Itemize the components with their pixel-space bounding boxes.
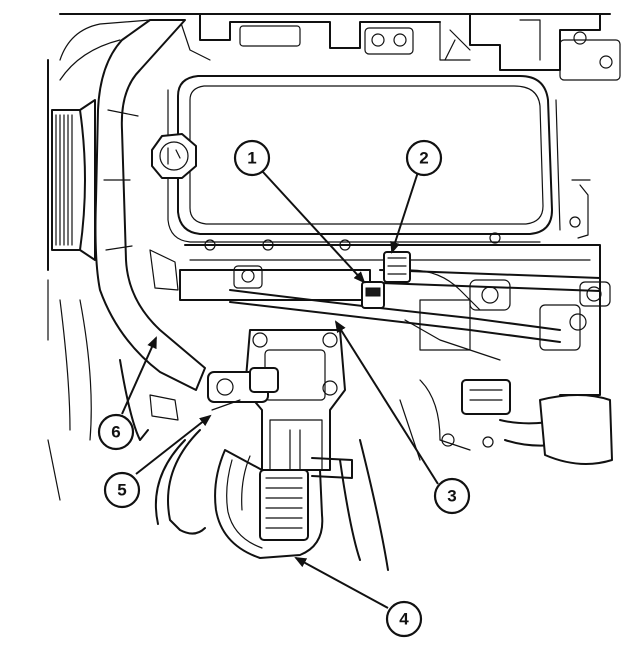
callout-2-label: 2 — [419, 149, 428, 168]
callout-5-label: 5 — [117, 481, 126, 500]
accessory-pulley — [47, 19, 151, 501]
callout-1: 1 — [233, 139, 271, 177]
callout-4-label: 4 — [399, 610, 409, 629]
leader-6 — [121, 336, 157, 415]
callout-3-label: 3 — [447, 487, 456, 506]
callout-4: 4 — [385, 600, 423, 638]
callout-3: 3 — [433, 477, 471, 515]
sensor-connectors — [361, 251, 501, 361]
callout-6-label: 6 — [111, 423, 120, 442]
leader-2 — [390, 171, 419, 254]
callout-1-label: 1 — [247, 149, 256, 168]
leader-5 — [135, 414, 212, 475]
upper-engine-structure — [59, 13, 621, 81]
lower-hoses — [119, 359, 389, 571]
callout-leaders — [121, 171, 439, 609]
leader-4 — [294, 557, 389, 609]
intake-elbow — [214, 449, 353, 559]
coolant-hose — [94, 19, 206, 391]
throttle-body — [207, 329, 346, 481]
valve-cover — [167, 75, 561, 243]
callout-6: 6 — [97, 413, 135, 451]
callout-5: 5 — [103, 471, 141, 509]
callout-2: 2 — [405, 139, 443, 177]
oil-filler-cap — [151, 133, 197, 179]
right-lower-components — [399, 379, 613, 465]
leader-1 — [262, 171, 366, 284]
leader-3 — [334, 320, 439, 485]
